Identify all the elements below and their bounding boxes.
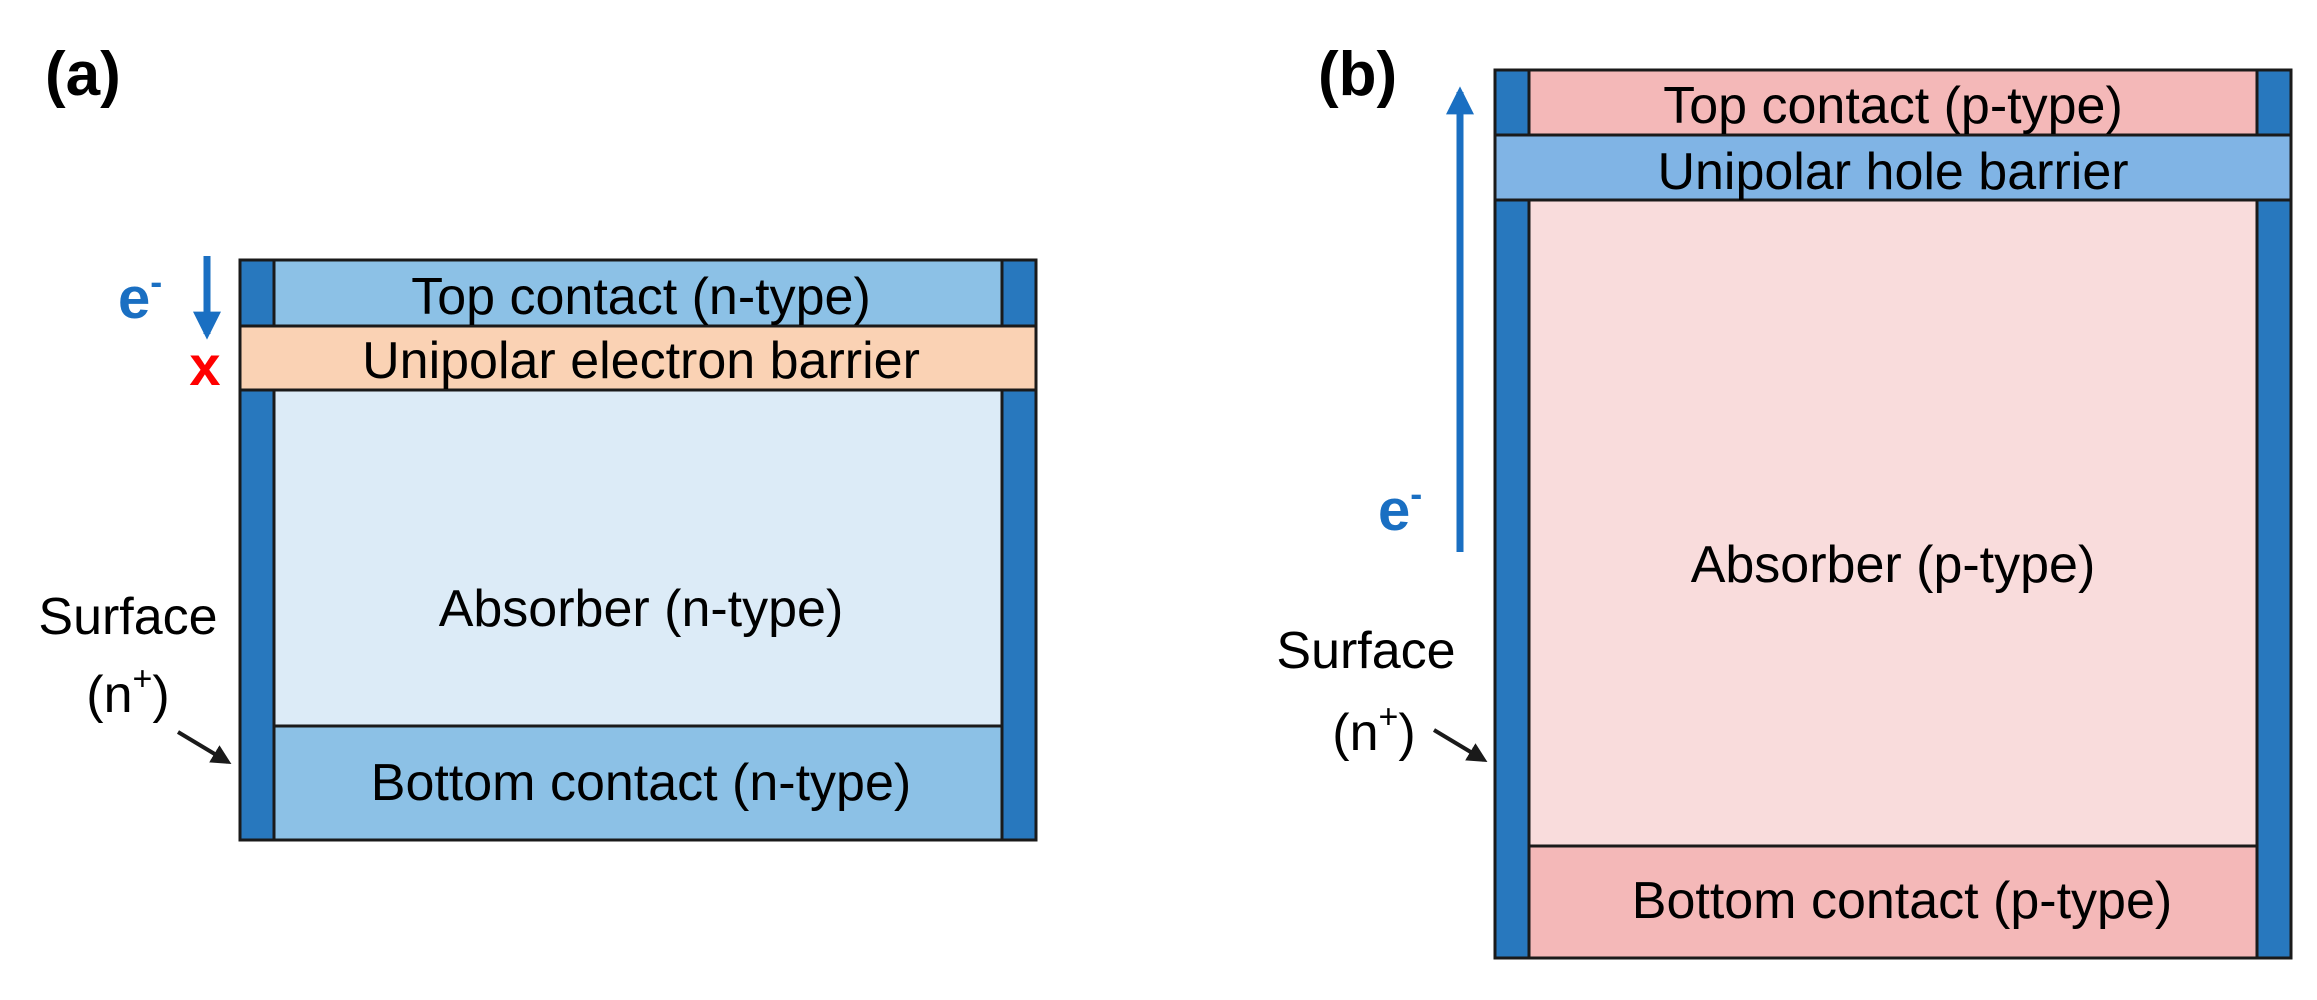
panel-a-right-surface-lower: [1000, 388, 1038, 842]
panel-a-surface-label: Surface: [38, 588, 217, 646]
panel-b-hole-barrier-layer: [1493, 133, 2293, 202]
panel-b-right-surface-upper: [2255, 68, 2293, 137]
panel-b-surface-doping: (n+): [1332, 698, 1415, 762]
panel-a-left-surface-upper: [238, 258, 276, 328]
panel-a-blocked-x-mark: x: [189, 334, 220, 397]
panel-b-bottom-contact-label: Bottom contact (p-type): [1632, 872, 2172, 930]
panel-b: (b) Bottom contact (p-type) Absorber (p-…: [1276, 40, 2293, 960]
panel-a-left-surface-lower: [238, 388, 276, 842]
panel-a-surface-doping: (n+): [86, 660, 169, 724]
panel-b-surface-label: Surface: [1276, 622, 1455, 680]
panel-a-top-contact-label: Top contact (n-type): [411, 268, 871, 326]
panel-b-label: (b): [1318, 40, 1397, 109]
panel-b-surface-pointer-arrow: [1432, 728, 1488, 763]
panel-b-absorber-label: Absorber (p-type): [1691, 536, 2096, 594]
panel-b-left-surface-upper: [1493, 68, 1531, 137]
panel-a-surface-pointer-arrow: [176, 730, 232, 765]
panel-b-top-contact-label: Top contact (p-type): [1663, 77, 2123, 135]
panel-a: (a) Bottom contact (n-type) Absorber (n-…: [38, 40, 1038, 842]
panel-b-hole-barrier-label: Unipolar hole barrier: [1657, 143, 2128, 201]
panel-b-left-surface-lower: [1493, 198, 1531, 960]
panel-a-electron-symbol: e-: [118, 261, 162, 331]
panel-a-right-surface-upper: [1000, 258, 1038, 328]
panel-a-absorber-label: Absorber (n-type): [439, 580, 844, 638]
panel-a-absorber-layer: [238, 388, 1038, 728]
panel-b-right-surface-lower: [2255, 198, 2293, 960]
panel-b-electron-symbol: e-: [1378, 473, 1422, 543]
panel-a-label: (a): [45, 40, 121, 109]
panel-a-electron-barrier-layer: [238, 324, 1038, 392]
panel-a-top-contact-layer: [238, 258, 1038, 328]
panel-b-absorber-layer: [1493, 198, 2293, 848]
panel-a-bottom-contact-layer: [238, 724, 1038, 842]
panel-a-bottom-contact-label: Bottom contact (n-type): [371, 754, 911, 812]
panel-a-electron-barrier-label: Unipolar electron barrier: [362, 332, 920, 390]
